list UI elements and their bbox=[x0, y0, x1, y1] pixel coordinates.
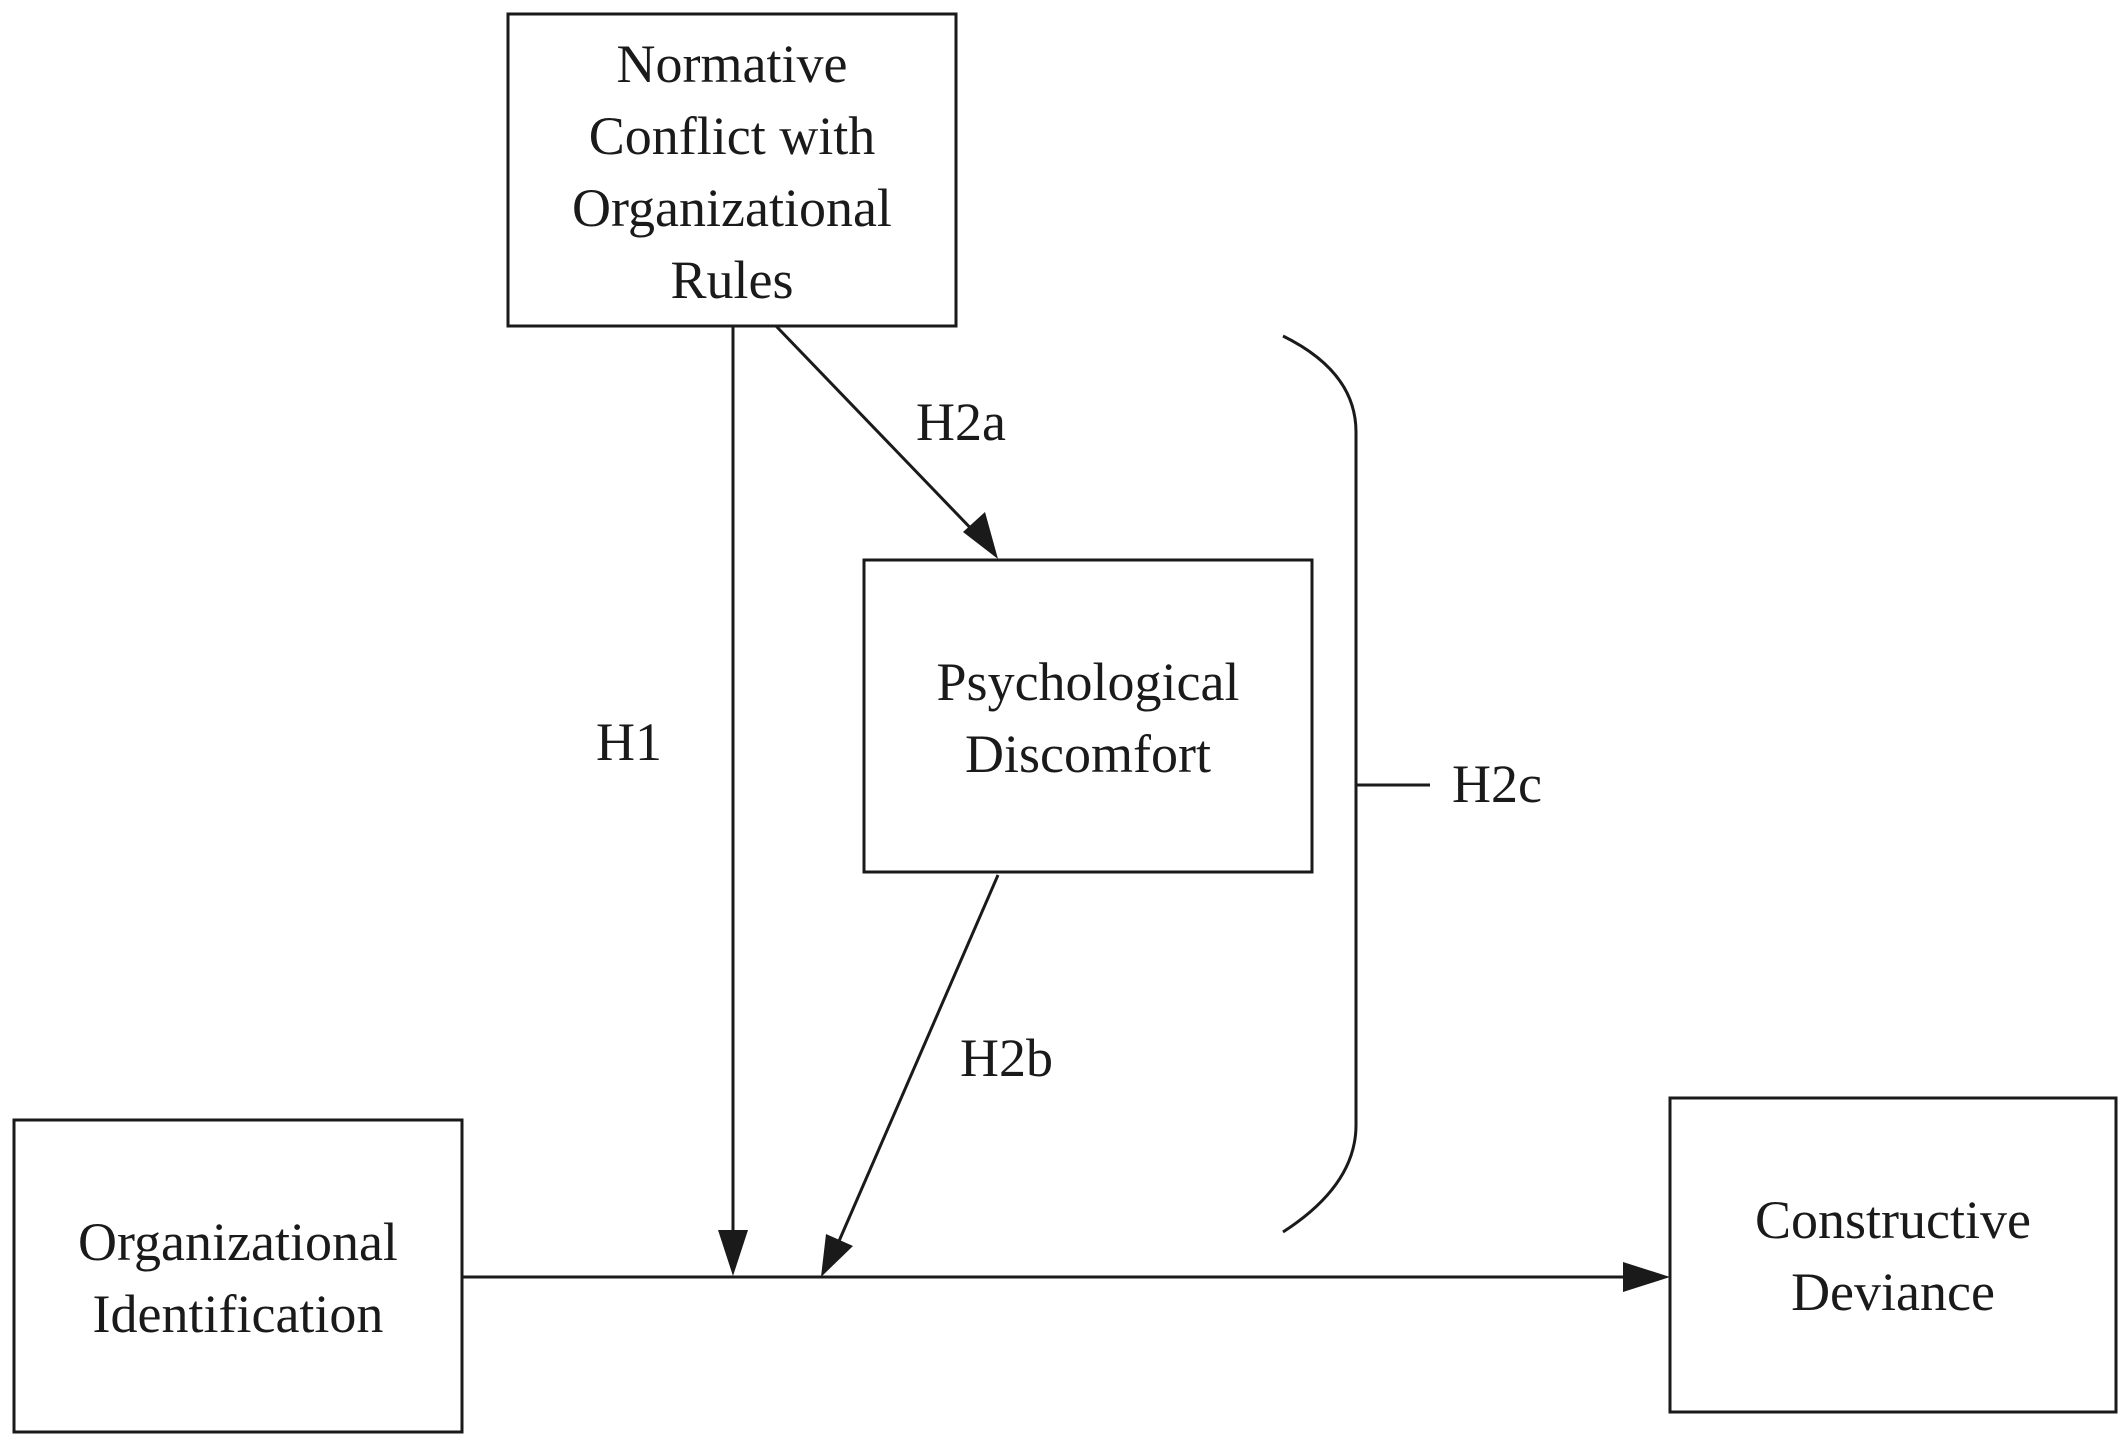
h2c-bracket bbox=[1282, 334, 1358, 1234]
node-organizational-identification: Organizational Identification bbox=[12, 1118, 464, 1434]
label-h2a: H2a bbox=[916, 392, 1006, 452]
hypothesis-labels: H1 H2a H2b H2c bbox=[596, 392, 1542, 1088]
node-normative-conflict-line-4: Rules bbox=[670, 250, 793, 310]
edge-h1-arrowhead bbox=[718, 1230, 748, 1276]
node-normative-conflict-line-3: Organizational bbox=[572, 178, 892, 238]
edge-h2b-arrowhead bbox=[821, 1234, 853, 1277]
node-psychological-discomfort-line-1: Psychological bbox=[937, 652, 1240, 712]
edge-main-arrowhead bbox=[1623, 1262, 1670, 1292]
node-normative-conflict-line-1: Normative bbox=[617, 34, 848, 94]
edge-h2a-arrowhead bbox=[963, 512, 998, 559]
node-psychological-discomfort-line-2: Discomfort bbox=[965, 724, 1211, 784]
label-h1: H1 bbox=[596, 712, 662, 772]
node-organizational-identification-line-2: Identification bbox=[93, 1284, 384, 1344]
edge-h2b bbox=[834, 874, 1000, 1249]
node-organizational-identification-line-1: Organizational bbox=[78, 1212, 398, 1272]
edge-h2a bbox=[774, 324, 984, 542]
edges bbox=[463, 324, 1670, 1292]
node-constructive-deviance-line-1: Constructive bbox=[1755, 1190, 2031, 1250]
node-normative-conflict: Normative Conflict with Organizational R… bbox=[506, 12, 958, 328]
node-psychological-discomfort: Psychological Discomfort bbox=[862, 558, 1314, 874]
label-h2b: H2b bbox=[960, 1028, 1053, 1088]
label-h2c: H2c bbox=[1452, 754, 1542, 814]
node-normative-conflict-line-2: Conflict with bbox=[589, 106, 875, 166]
node-constructive-deviance: Constructive Deviance bbox=[1668, 1096, 2118, 1414]
node-constructive-deviance-line-2: Deviance bbox=[1791, 1262, 1995, 1322]
